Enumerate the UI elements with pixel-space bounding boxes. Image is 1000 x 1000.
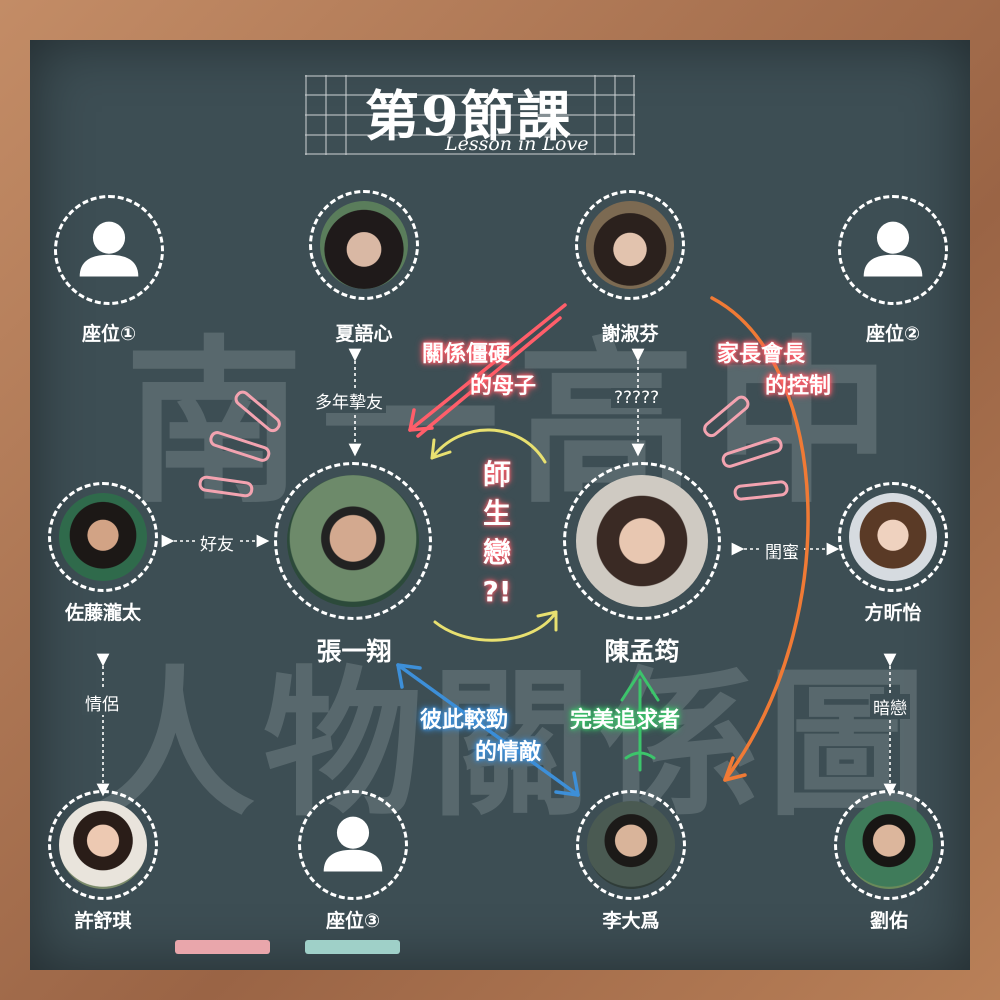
highlight-rivals-2: 的情敵	[475, 740, 542, 765]
highlight-control-1: 家長會長	[717, 342, 806, 367]
xie-name: 謝淑芬	[601, 323, 659, 345]
arrow-blue-rivals	[396, 663, 580, 797]
seat2-avatar[interactable]	[838, 195, 948, 305]
xu-avatar[interactable]	[48, 790, 158, 900]
liu-avatar[interactable]	[834, 790, 944, 900]
fang-name: 方昕怡	[864, 602, 922, 624]
seat2-name: 座位②	[865, 323, 921, 345]
person-icon	[79, 221, 139, 277]
highlight-teacher-1: 師	[482, 458, 511, 491]
xie-avatar[interactable]	[575, 190, 685, 300]
person-icon	[323, 816, 383, 872]
sato-name: 佐藤瀧太	[64, 602, 141, 624]
liu-name: 劉佑	[869, 910, 908, 932]
rel-xia-zhang: 多年摯友	[312, 388, 386, 413]
highlight-rivals-1: 彼此較勁	[420, 708, 509, 733]
chen-name: 陳孟筠	[604, 637, 680, 666]
person-icon	[863, 221, 923, 277]
fang-avatar[interactable]	[838, 482, 948, 592]
highlight-mother-son-2: 的母子	[470, 374, 537, 399]
rel-sato-zhang: 好友	[197, 530, 237, 555]
seat1-avatar[interactable]	[54, 195, 164, 305]
highlight-mother-son-1: 關係僵硬	[422, 342, 511, 367]
xia-avatar[interactable]	[309, 190, 419, 300]
chen-avatar[interactable]	[563, 462, 721, 620]
zhang-name: 張一翔	[316, 637, 392, 666]
li-avatar[interactable]	[576, 790, 686, 900]
title: 第9節課	[365, 84, 573, 148]
zhang-avatar[interactable]	[274, 462, 432, 620]
arrow-green-pursuer	[620, 669, 660, 772]
rel-xie-chen: ?????	[611, 388, 663, 408]
xu-name: 許舒琪	[74, 910, 132, 932]
arrow-orange-control	[710, 296, 810, 782]
emphasis-right	[703, 395, 789, 501]
sato-avatar[interactable]	[48, 482, 158, 592]
highlight-teacher-2: 生	[482, 497, 511, 530]
highlight-pursuer: 完美追求者	[570, 708, 681, 733]
chalk-teal	[305, 940, 400, 954]
seat1-name: 座位①	[81, 323, 137, 345]
arrow-red-mother-son	[408, 303, 567, 438]
subtitle: Lesson in Love	[445, 133, 589, 155]
seat3-avatar[interactable]	[298, 790, 408, 900]
li-name: 李大爲	[602, 910, 660, 932]
chalk-pink	[175, 940, 270, 954]
highlight-teacher-4: ?!	[482, 575, 512, 608]
xia-name: 夏語心	[335, 323, 393, 345]
rel-sato-xu: 情侶	[82, 690, 122, 715]
highlight-teacher-3: 戀	[482, 536, 511, 569]
rel-chen-fang: 閨蜜	[762, 538, 802, 563]
title-grid	[305, 75, 635, 155]
chalkboard	[30, 40, 970, 970]
rel-fang-liu: 暗戀	[870, 694, 910, 719]
emphasis-left	[198, 390, 281, 498]
seat3-name: 座位③	[325, 910, 381, 932]
highlight-control-2: 的控制	[765, 374, 832, 399]
arrow-yellow-teacher-student	[430, 428, 558, 642]
